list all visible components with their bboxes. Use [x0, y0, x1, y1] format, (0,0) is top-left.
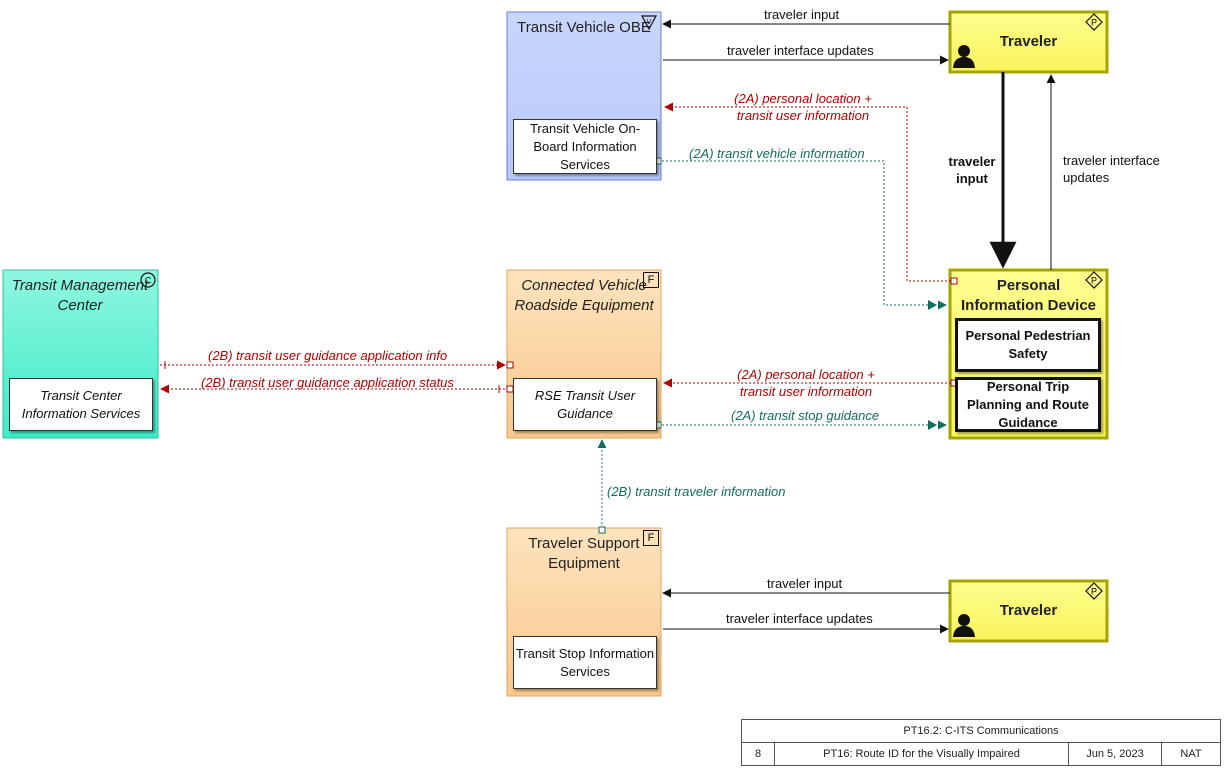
- transit-vehicle-onboard-info-services[interactable]: Transit Vehicle On-Board Information Ser…: [513, 119, 657, 174]
- title-block-org: NAT: [1161, 742, 1221, 766]
- transit-vehicle-obe-title: Transit Vehicle OBE: [517, 19, 651, 36]
- label-red-location-rse: (2A) personal location + transit user in…: [723, 366, 889, 400]
- center-circle-icon: C: [140, 272, 156, 288]
- port-red-rse-info: [506, 361, 514, 369]
- port-blue-tse: [598, 526, 606, 534]
- traveler-top-box[interactable]: [948, 10, 1109, 74]
- flow-red-location-obe[interactable]: [664, 102, 951, 282]
- vehicle-triangle-icon: V: [641, 15, 657, 30]
- label-green-vehicle-info: (2A) transit vehicle information: [689, 146, 865, 161]
- label-blue-traveler-info: (2B) transit traveler information: [607, 484, 786, 499]
- diamond-badge-icon: P: [1085, 271, 1103, 289]
- traveler-support-equipment-title: Traveler Support Equipment: [528, 535, 640, 572]
- transit-center-info-services[interactable]: Transit Center Information Services: [9, 378, 153, 431]
- port-red-pid: [950, 277, 958, 285]
- label-line: transit user information: [736, 108, 870, 123]
- rse-transit-user-guidance[interactable]: RSE Transit User Guidance: [513, 378, 657, 431]
- traveler-bottom-title: Traveler: [999, 602, 1058, 619]
- transit-stop-info-services[interactable]: Transit Stop Information Services: [513, 636, 657, 689]
- cv-roadside-equipment-title: Connected Vehicle Roadside Equipment: [514, 277, 654, 314]
- personal-information-device-title: Personal Information Device: [960, 277, 1097, 314]
- label-pid-traveler-input: traveler input: [938, 153, 1006, 187]
- label-line: (2A) personal location +: [737, 367, 875, 382]
- field-badge-icon: F: [643, 530, 659, 546]
- label-red-location-obe: (2A) personal location + transit user in…: [720, 90, 886, 124]
- title-block: PT16.2: C-ITS Communications 8 PT16: Rou…: [741, 719, 1221, 766]
- svg-text:P: P: [1091, 276, 1097, 286]
- label-bottom-interface-updates: traveler interface updates: [726, 611, 873, 626]
- title-block-name: PT16: Route ID for the Visually Impaired: [774, 742, 1069, 766]
- label-line: traveler interface: [1063, 153, 1160, 168]
- label-line: (2A) personal location +: [734, 91, 872, 106]
- label-line: transit user information: [739, 384, 873, 399]
- label-green-stop-guidance: (2A) transit stop guidance: [731, 408, 880, 423]
- label-red-guidance-info: (2B) transit user guidance application i…: [208, 348, 448, 363]
- field-badge-icon: F: [643, 272, 659, 288]
- label-line: updates: [1063, 170, 1110, 185]
- personal-pedestrian-safety[interactable]: Personal Pedestrian Safety: [955, 318, 1101, 372]
- flow-green-vehicle-info[interactable]: [658, 160, 947, 310]
- personal-trip-planning-route-guidance[interactable]: Personal Trip Planning and Route Guidanc…: [955, 377, 1101, 432]
- title-block-page: 8: [741, 742, 775, 766]
- transit-management-center-title: Transit Management Center: [11, 277, 149, 314]
- label-top-traveler-input: traveler input: [764, 7, 840, 22]
- person-icon: [953, 45, 975, 68]
- label-line: input: [956, 171, 988, 186]
- traveler-bottom-box[interactable]: [948, 579, 1109, 643]
- diamond-badge-icon: P: [1085, 13, 1103, 31]
- svg-text:C: C: [145, 276, 152, 286]
- label-top-interface-updates: traveler interface updates: [727, 43, 874, 58]
- double-arrow-vehicle-info: [928, 300, 937, 310]
- svg-text:P: P: [1091, 18, 1097, 28]
- svg-text:P: P: [1091, 587, 1097, 597]
- person-icon: [953, 614, 975, 637]
- label-bottom-traveler-input: traveler input: [767, 576, 843, 591]
- double-arrow-stop-guidance: [928, 420, 937, 430]
- title-block-header: PT16.2: C-ITS Communications: [741, 719, 1221, 743]
- traveler-top-title: Traveler: [999, 33, 1058, 50]
- title-block-date: Jun 5, 2023: [1068, 742, 1162, 766]
- label-pid-interface-updates: traveler interface updates: [1063, 152, 1160, 186]
- svg-text:V: V: [647, 19, 652, 26]
- label-red-guidance-status: (2B) transit user guidance application s…: [201, 375, 454, 390]
- diamond-badge-icon: P: [1085, 582, 1103, 600]
- label-line: traveler: [948, 154, 996, 169]
